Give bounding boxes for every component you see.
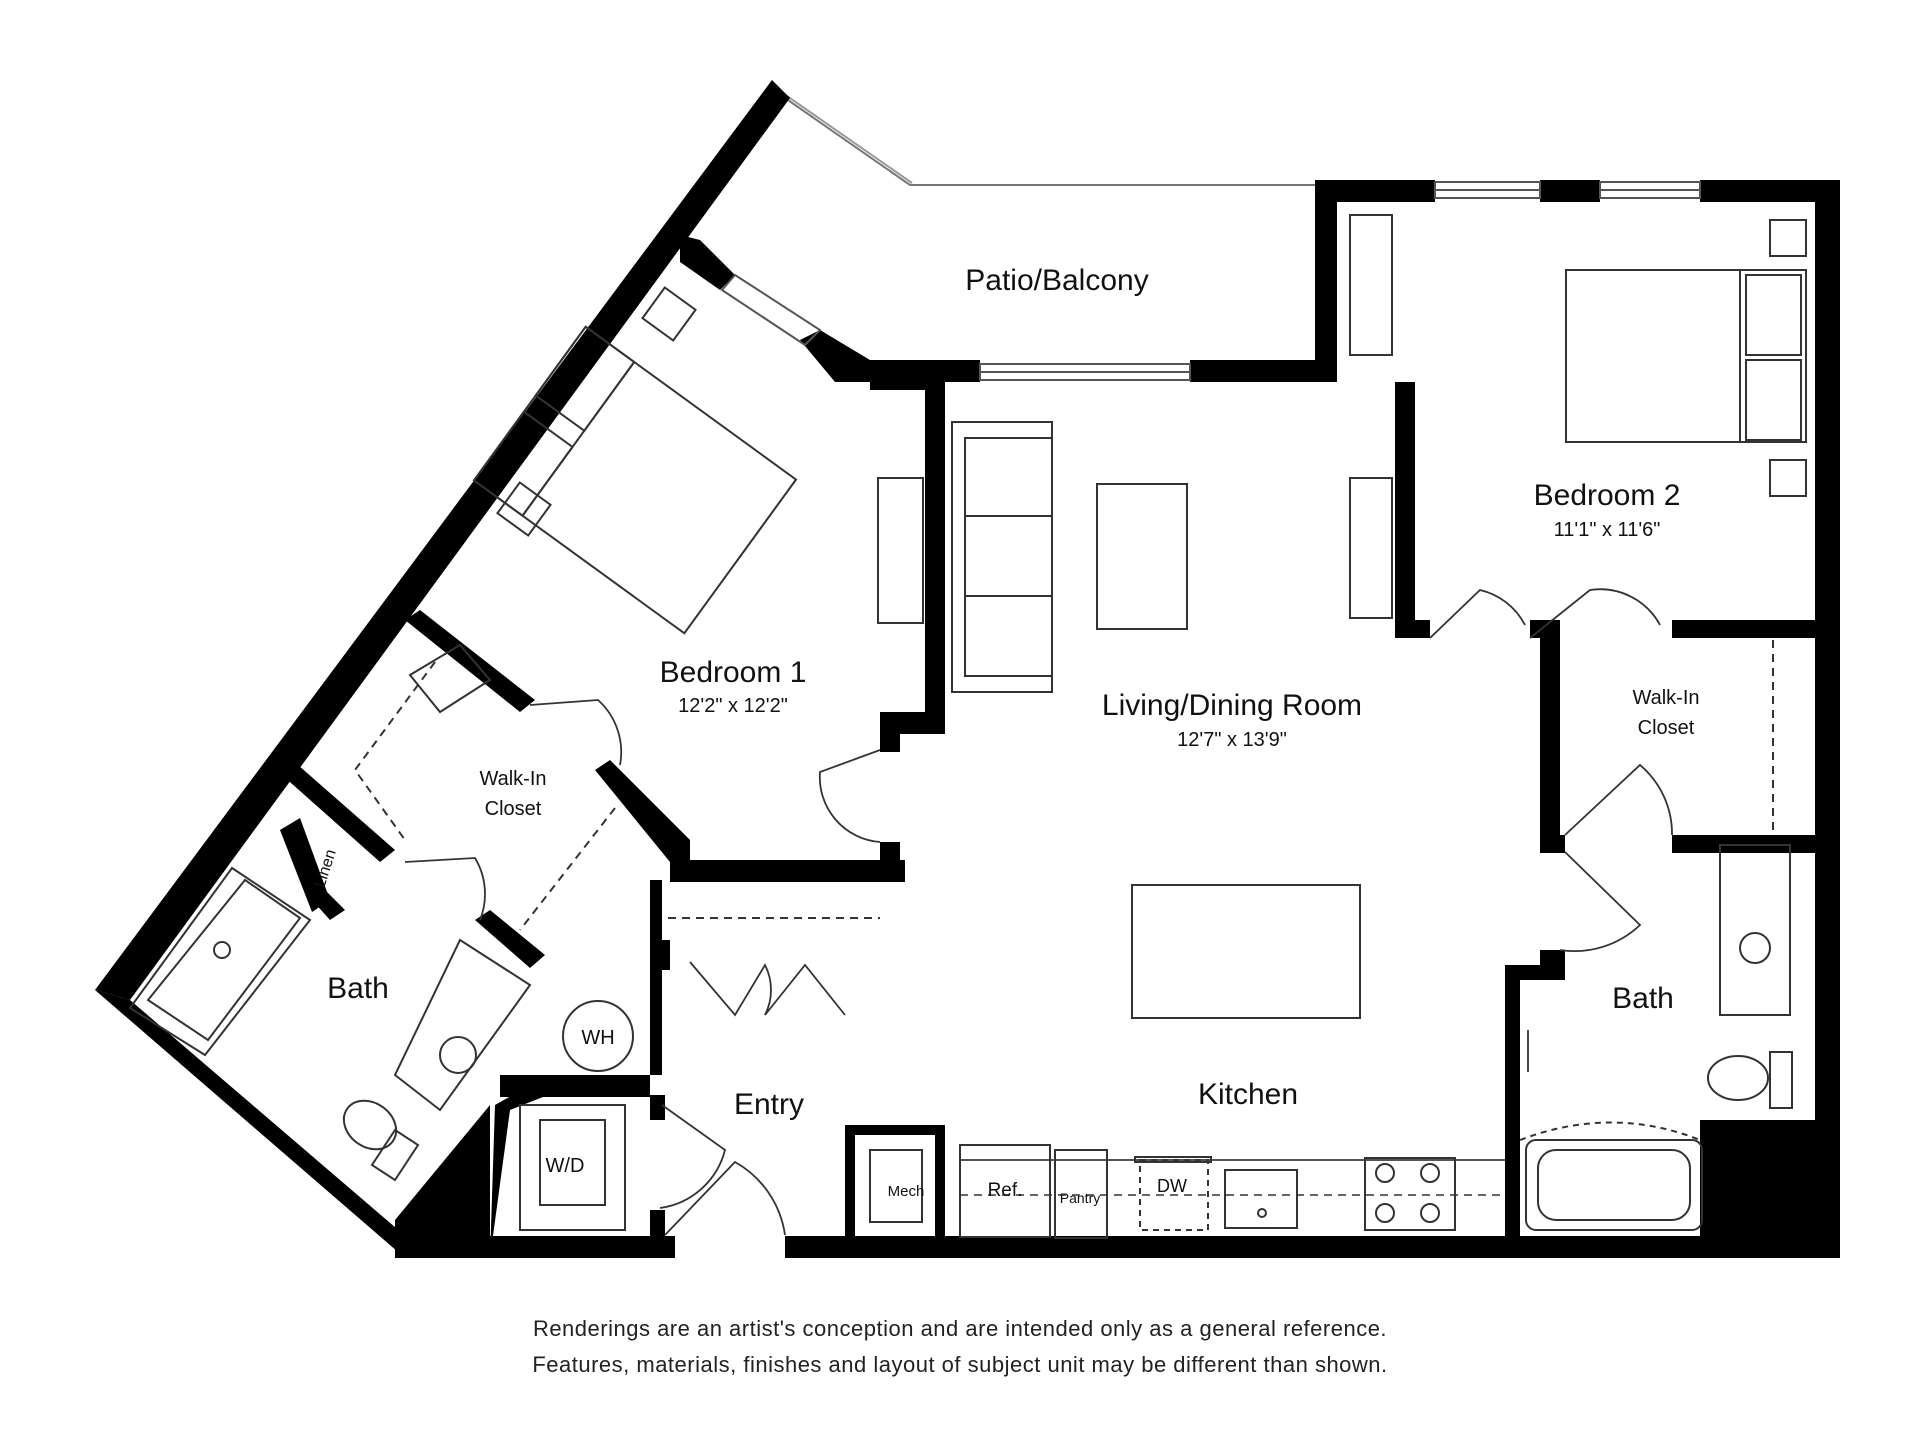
disclaimer-line-1: Renderings are an artist's conception an… — [532, 1316, 1388, 1341]
living-label: Living/Dining Room — [1102, 689, 1362, 722]
wd-label: W/D — [546, 1155, 585, 1177]
bedroom2-bed — [1565, 269, 1807, 443]
exterior-walls — [95, 80, 1840, 1258]
bedroom1-dims: 12'2" x 12'2" — [678, 695, 788, 717]
furniture — [128, 214, 1807, 1239]
mech-label: Mech — [888, 1183, 925, 1200]
interior-walls — [280, 382, 1815, 1258]
windows — [720, 181, 1701, 381]
bath2-label: Bath — [1612, 982, 1674, 1015]
dw-label: DW — [1157, 1176, 1187, 1196]
closet2-label-1: Walk-In — [1632, 687, 1699, 709]
linen-label: Linen — [312, 847, 340, 889]
patio-outline — [784, 95, 1319, 190]
kitchen-label: Kitchen — [1198, 1078, 1298, 1111]
disclaimer-line-2: Features, materials, finishes and layout… — [532, 1352, 1388, 1377]
ref-label: Ref. — [988, 1180, 1023, 1201]
bedroom2-label: Bedroom 2 — [1534, 479, 1681, 512]
wh-label: WH — [581, 1027, 614, 1049]
closet2-label-2: Closet — [1638, 717, 1695, 739]
entry-label: Entry — [734, 1088, 804, 1121]
bedroom1-bed — [472, 325, 798, 635]
closet1-label-2: Closet — [485, 798, 542, 820]
room-labels: Patio/Balcony Bedroom 1 12'2" x 12'2" Be… — [327, 264, 1699, 1121]
bedroom1-label: Bedroom 1 — [660, 656, 807, 689]
bedroom2-dims: 11'1" x 11'6" — [1554, 519, 1661, 541]
doors — [404, 588, 1673, 1236]
closet1-label-1: Walk-In — [479, 768, 546, 790]
patio-label: Patio/Balcony — [965, 264, 1148, 297]
living-dims: 12'7" x 13'9" — [1177, 729, 1287, 751]
sofa — [951, 421, 1053, 693]
bath1-label: Bath — [327, 972, 389, 1005]
pantry-label: Pantry — [1060, 1190, 1100, 1206]
